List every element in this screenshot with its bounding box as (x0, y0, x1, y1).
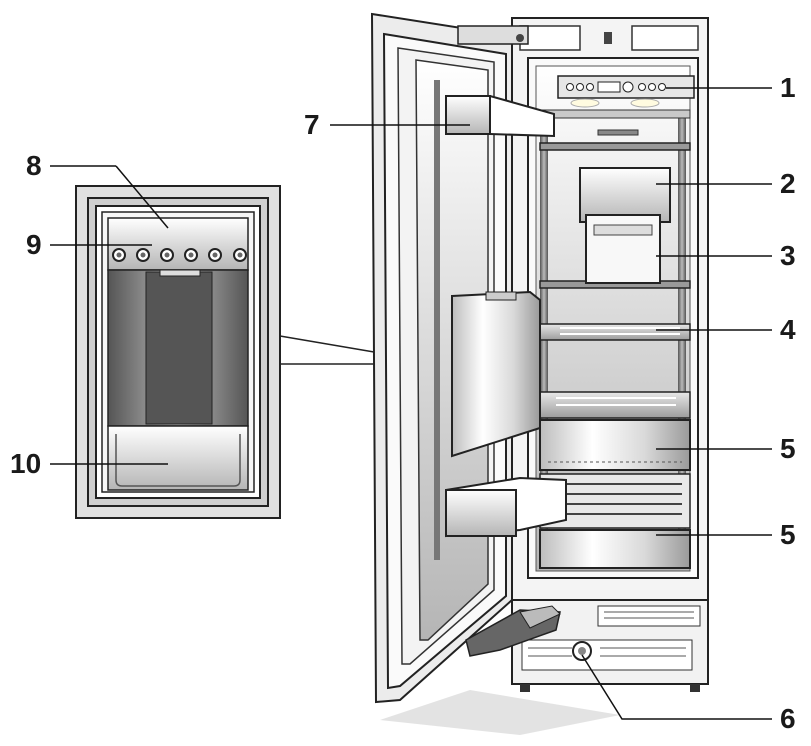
callout-3: 3 (780, 240, 796, 271)
dispenser-inset (75, 185, 281, 519)
leader-6 (581, 654, 772, 720)
callout-5a: 5 (780, 433, 796, 464)
callout-1: 1 (780, 72, 796, 103)
floor-shadow (380, 690, 620, 735)
callout-10: 10 (10, 448, 42, 479)
base-grille (511, 599, 709, 692)
ice-bin (585, 214, 661, 284)
callout-2: 2 (780, 168, 796, 199)
callout-7: 7 (304, 109, 320, 140)
callout-5b: 5 (780, 519, 796, 550)
door-bin-7 (445, 95, 555, 138)
callout-6: 6 (780, 703, 796, 734)
control-panel (539, 75, 695, 136)
freezer-drawers (539, 419, 691, 569)
door-bin-lower (445, 476, 567, 538)
ice-maker (579, 167, 671, 223)
callout-4: 4 (780, 314, 796, 345)
leader-lines (50, 87, 772, 720)
callout-8: 8 (26, 150, 42, 181)
inset-connectors (279, 335, 375, 365)
door-container (451, 290, 541, 458)
bottom-hinge (465, 605, 561, 657)
shelves (539, 142, 691, 419)
callout-9: 9 (26, 229, 42, 260)
leader-8b (115, 165, 169, 229)
